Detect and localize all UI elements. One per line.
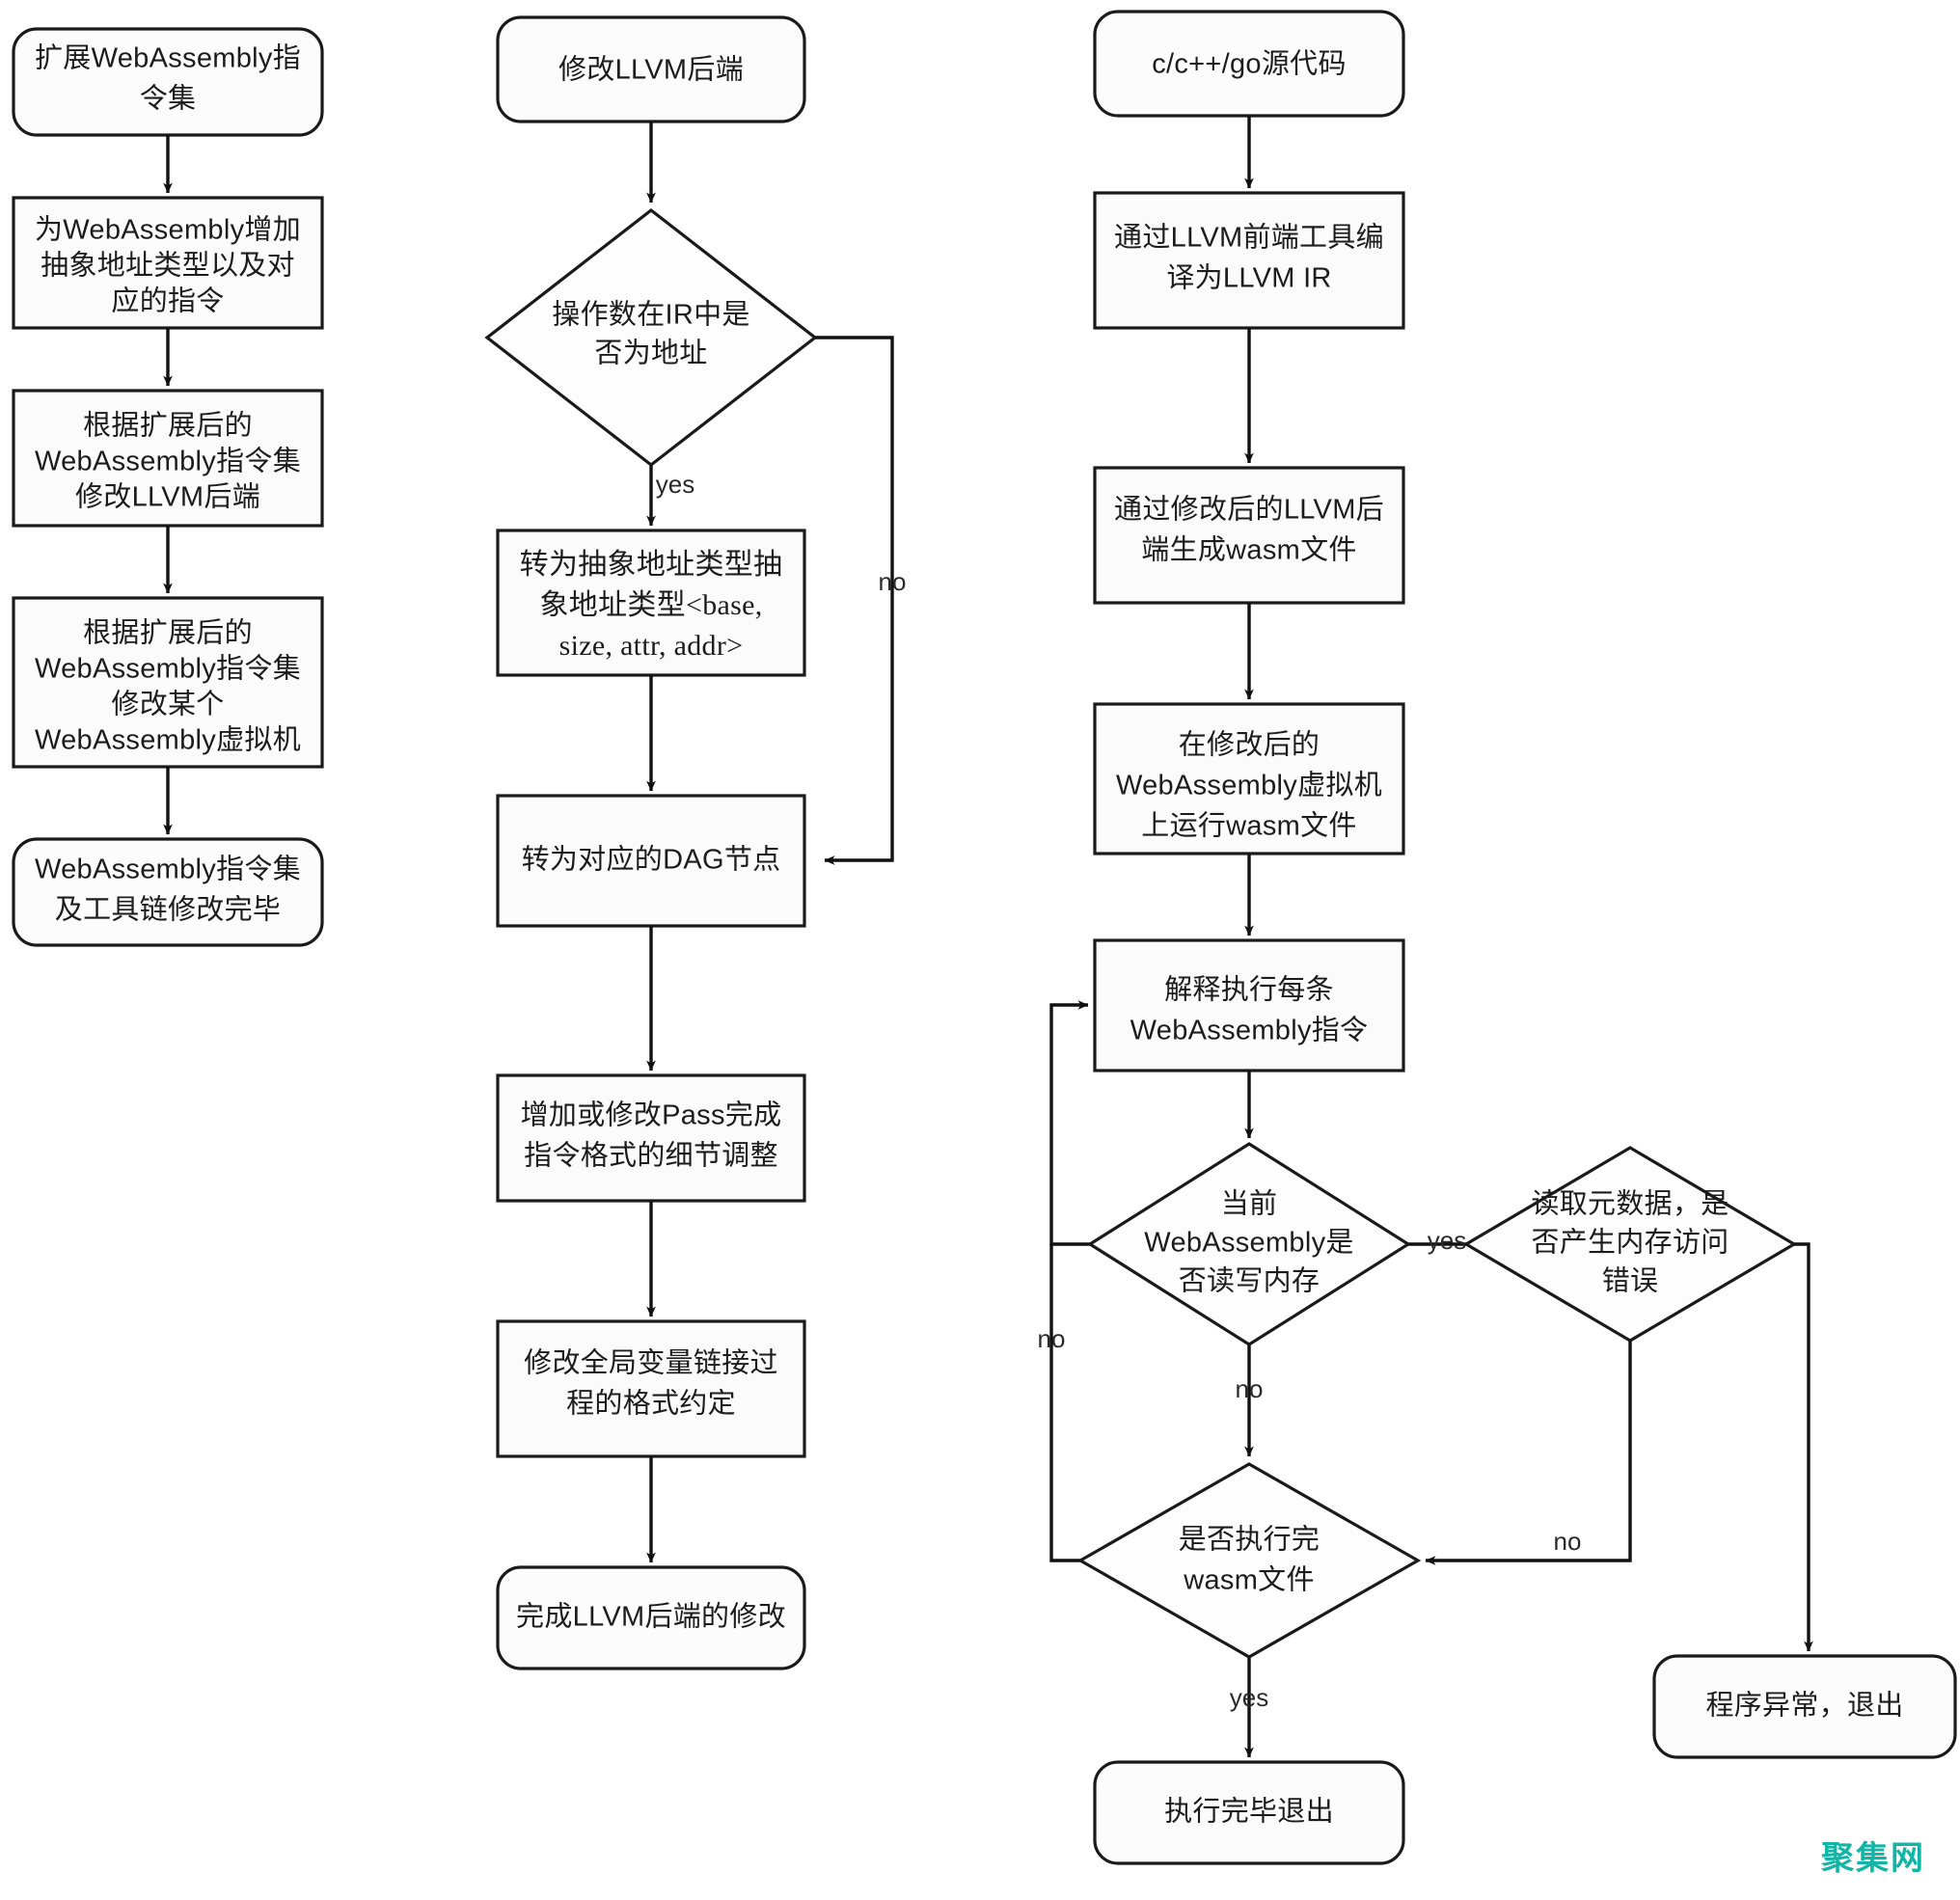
node-c2n5-line1: 修改全局变量链接过 [524, 1347, 778, 1379]
edge-label-c3-err-no: no [1554, 1527, 1582, 1556]
node-c3n5-line2: WebAssembly指令 [1130, 1015, 1369, 1046]
node-c3d1-line2: WebAssembly是 [1144, 1228, 1353, 1259]
node-c1n4-line1: 根据扩展后的 [83, 617, 253, 649]
node-c2n2-line1: 转为抽象地址类型抽 [520, 549, 783, 581]
node-c1n1-line1: 扩展WebAssembly指 [35, 42, 301, 74]
node-c2n5: 修改全局变量链接过 程的格式约定 [496, 1319, 806, 1458]
edge-label-c2-yes: yes [656, 470, 694, 499]
node-c1n2-line3: 应的指令 [111, 285, 224, 317]
node-c3d2-line2: 否产生内存访问 [1531, 1227, 1729, 1259]
node-c2n6: 完成LLVM后端的修改 [496, 1565, 806, 1670]
node-c3n5-line1: 解释执行每条 [1164, 974, 1334, 1006]
node-c3d1-line1: 当前 [1221, 1188, 1278, 1220]
edge-c3d2-c3d3-no [1425, 1341, 1632, 1565]
node-c2n4-line1: 增加或修改Pass完成 [521, 1099, 782, 1131]
node-c2n2-line2: 象地址类型<base, [539, 589, 762, 621]
node-c3d1: 当前 WebAssembly是 否读写内存 [1086, 1142, 1412, 1346]
node-c3d2: 读取元数据，是 否产生内存访问 错误 [1462, 1146, 1798, 1343]
edge-c2d1-c2n3-no [815, 336, 894, 865]
node-c1n3: 根据扩展后的 WebAssembly指令集 修改LLVM后端 [12, 389, 324, 528]
node-c1n2-line2: 抽象地址类型以及对 [41, 250, 295, 282]
node-c2n2-line3: size, attr, addr> [559, 630, 744, 662]
node-c3n4-line1: 在修改后的 [1179, 729, 1320, 761]
node-c1n5-line1: WebAssembly指令集 [35, 854, 301, 885]
node-c1n1: 扩展WebAssembly指 令集 [12, 27, 324, 137]
node-c1n3-line2: WebAssembly指令集 [35, 446, 301, 477]
node-c3n1-line1: c/c++/go源代码 [1152, 48, 1347, 80]
node-c2n2: 转为抽象地址类型抽 象地址类型<base, size, attr, addr> [496, 529, 806, 677]
node-c3d1-line3: 否读写内存 [1179, 1265, 1320, 1297]
edge-c3d3-loopback [1049, 1244, 1080, 1562]
edge-label-c2-no: no [879, 567, 907, 596]
node-c1n5: WebAssembly指令集 及工具链修改完毕 [12, 837, 324, 947]
node-c3n3-line1: 通过修改后的LLVM后 [1114, 494, 1384, 526]
node-c3n6: 执行完毕退出 [1093, 1760, 1405, 1865]
node-c3n2: 通过LLVM前端工具编 译为LLVM IR [1093, 191, 1405, 330]
node-c1n2-line1: 为WebAssembly增加 [35, 214, 301, 246]
node-c2n5-line2: 程的格式约定 [566, 1388, 736, 1420]
node-c2d1-line1: 操作数在IR中是 [552, 299, 749, 331]
node-c3d2-line1: 读取元数据，是 [1531, 1188, 1729, 1220]
node-c2n4-line2: 指令格式的细节调整 [524, 1140, 778, 1172]
node-c1n4-line2: WebAssembly指令集 [35, 653, 301, 685]
node-c1n4-line4: WebAssembly虚拟机 [35, 724, 301, 756]
edge-label-c3-mem-yes: yes [1428, 1226, 1466, 1255]
node-c1n2: 为WebAssembly增加 抽象地址类型以及对 应的指令 [12, 196, 324, 330]
edge-c3d2-c3n7 [1794, 1242, 1813, 1652]
node-c3n6-line1: 执行完毕退出 [1164, 1796, 1334, 1828]
node-c3n2-line2: 译为LLVM IR [1166, 262, 1331, 294]
node-c3n7-line1: 程序异常，退出 [1705, 1690, 1903, 1722]
node-c1n4-line3: 修改某个 [111, 689, 224, 720]
node-c3n3: 通过修改后的LLVM后 端生成wasm文件 [1093, 466, 1405, 605]
node-c3n4-line3: 上运行wasm文件 [1141, 810, 1356, 842]
node-c3n5: 解释执行每条 WebAssembly指令 [1093, 938, 1405, 1072]
node-c2n3: 转为对应的DAG节点 [496, 794, 806, 928]
node-c2n6-line1: 完成LLVM后端的修改 [516, 1601, 786, 1633]
edge-label-c3-done-yes: yes [1230, 1683, 1268, 1712]
node-c3d3-line2: wasm文件 [1183, 1564, 1315, 1596]
node-c1n1-line2: 令集 [140, 83, 197, 115]
node-c2n1-line1: 修改LLVM后端 [558, 54, 744, 86]
node-c1n5-line2: 及工具链修改完毕 [55, 894, 281, 926]
node-c2n3-line1: 转为对应的DAG节点 [522, 844, 781, 876]
node-c1n4: 根据扩展后的 WebAssembly指令集 修改某个 WebAssembly虚拟… [12, 596, 324, 769]
node-c3n7: 程序异常，退出 [1652, 1654, 1957, 1759]
node-c1n3-line1: 根据扩展后的 [83, 410, 253, 442]
node-c3d3: 是否执行完 wasm文件 [1076, 1462, 1422, 1659]
node-c2n1: 修改LLVM后端 [496, 15, 806, 123]
node-c3n1: c/c++/go源代码 [1093, 10, 1405, 118]
node-c3d3-line1: 是否执行完 [1179, 1524, 1320, 1556]
node-c2d1-line2: 否为地址 [594, 338, 707, 369]
node-c3n2-line1: 通过LLVM前端工具编 [1114, 222, 1384, 254]
node-c3n4-line2: WebAssembly虚拟机 [1116, 770, 1382, 801]
watermark-logo: 聚集网 [1821, 1839, 1925, 1878]
node-c1n3-line3: 修改LLVM后端 [75, 481, 260, 513]
edge-label-c3-mem-no: no [1236, 1374, 1264, 1403]
node-c2d1: 操作数在IR中是 否为地址 [484, 207, 818, 468]
node-c2n4: 增加或修改Pass完成 指令格式的细节调整 [496, 1073, 806, 1203]
node-c3n3-line2: 端生成wasm文件 [1141, 534, 1356, 566]
node-c3d2-line3: 错误 [1602, 1265, 1659, 1297]
node-c3n4: 在修改后的 WebAssembly虚拟机 上运行wasm文件 [1093, 702, 1405, 855]
edge-loop-back-to-c3n5 [1049, 1000, 1090, 1246]
